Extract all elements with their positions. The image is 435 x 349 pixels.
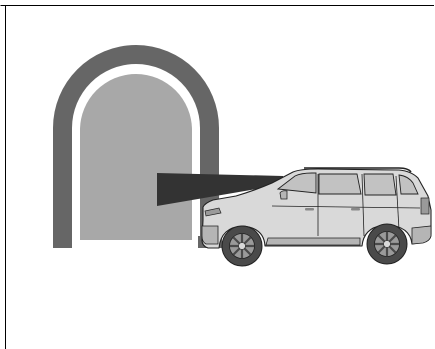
suv-front-door-handle [305, 208, 314, 211]
suv-rear-door-handle [351, 208, 360, 211]
suv-rear-wheel [367, 224, 407, 264]
tunnel-arch [53, 45, 222, 248]
suv-front-bumper [202, 226, 218, 244]
suv-rear-window [364, 174, 396, 195]
suv-taillight [421, 198, 429, 214]
suv-rear-bumper [412, 226, 431, 244]
tunnel-interior [80, 74, 192, 240]
suv-lower-cladding [266, 238, 360, 245]
suv-front-window [319, 174, 361, 194]
suv-front-wheel [222, 226, 262, 266]
suv-side-mirror [280, 191, 287, 199]
